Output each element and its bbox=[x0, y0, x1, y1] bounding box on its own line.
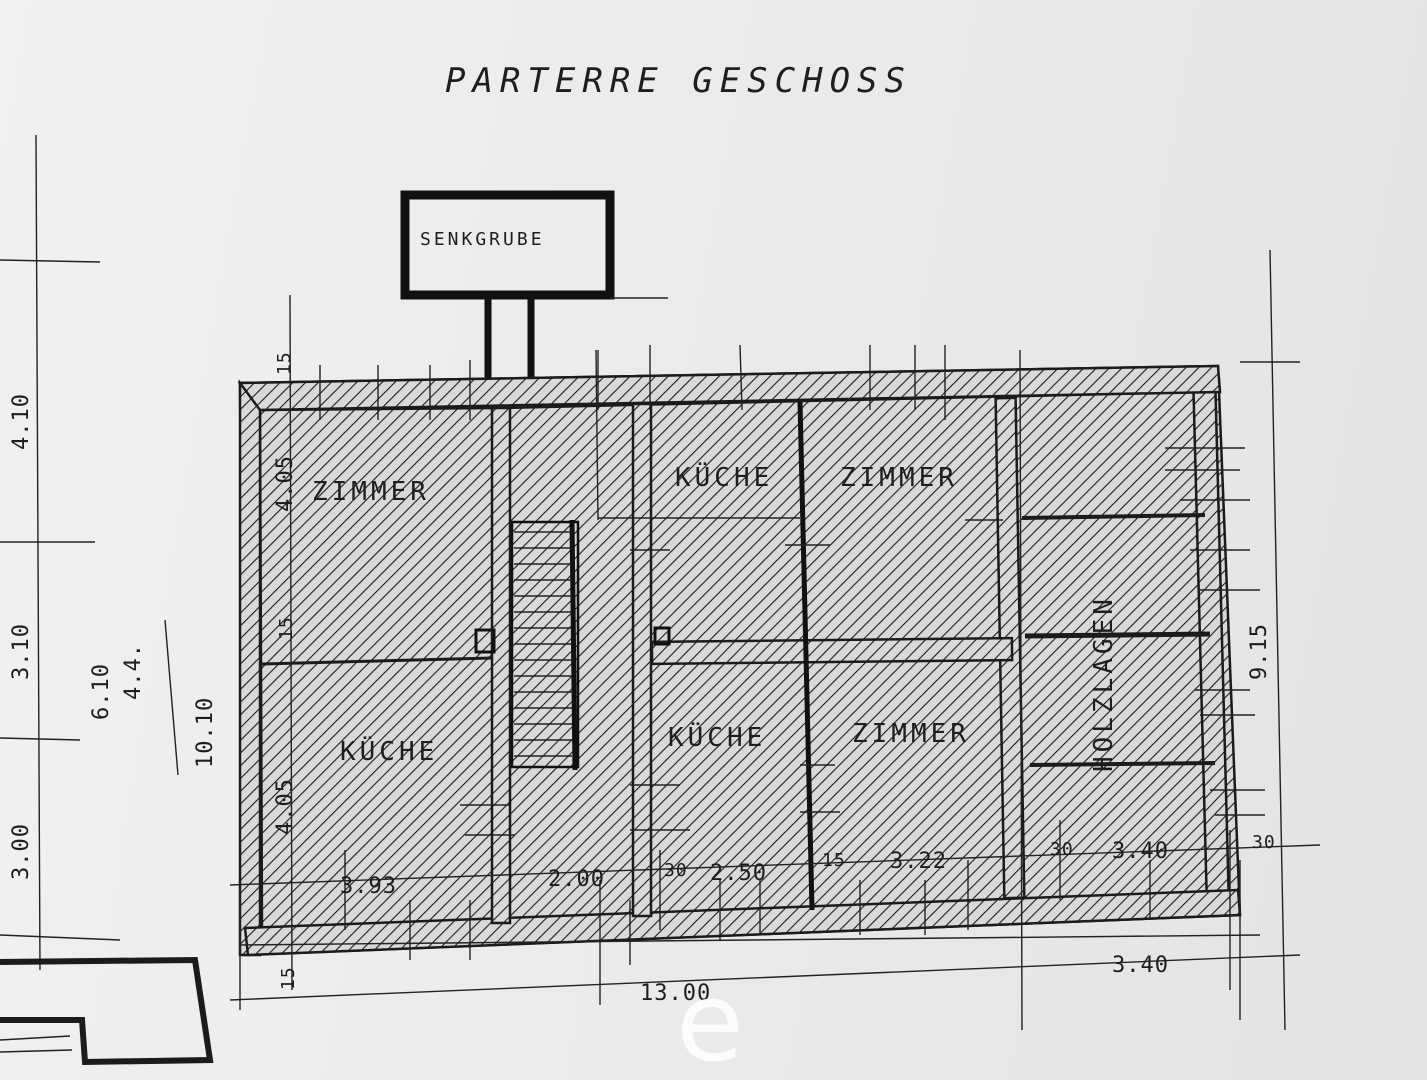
interior-walls bbox=[261, 396, 1216, 925]
dim-200: 2.00 bbox=[548, 867, 605, 892]
dim-wall-mid: 15 bbox=[276, 616, 297, 640]
dim-room-kueche-h: 4.05 bbox=[273, 778, 298, 835]
dim-right-height: 9.15 bbox=[1247, 623, 1272, 680]
room-kueche-bottom: KÜCHE bbox=[668, 721, 766, 753]
plan-title: PARTERRE GESCHOSS bbox=[445, 61, 912, 101]
dim-calc-total: 10.10 bbox=[193, 697, 218, 768]
dim-left-outer-bottom: 3.00 bbox=[9, 823, 34, 880]
room-kueche-left: KÜCHE bbox=[340, 735, 438, 767]
dim-wall-bottom: 15 bbox=[278, 966, 299, 990]
cesspit: SENKGRUBE bbox=[400, 190, 668, 380]
dim-right-bottom: 3.40 bbox=[1112, 953, 1169, 978]
calc-rule bbox=[164, 619, 179, 776]
dim-30c: 30 bbox=[1252, 832, 1276, 853]
dim-calc-1: 6.10 bbox=[89, 663, 114, 720]
dim-wall-top: 15 bbox=[274, 351, 295, 375]
neighbor-building bbox=[0, 956, 214, 1066]
dimension-lines bbox=[0, 134, 1321, 1031]
dim-250: 2.50 bbox=[710, 861, 767, 886]
room-zimmer-bottom: ZIMMER bbox=[852, 719, 970, 749]
dim-calc-2: 4.4. bbox=[121, 643, 146, 700]
dim-393: 3.93 bbox=[340, 874, 397, 899]
room-holzlagen: HOLZLAGEN bbox=[1089, 595, 1119, 772]
dim-room-zimmer-h: 4.05 bbox=[273, 455, 298, 512]
dim-340: 3.40 bbox=[1112, 839, 1169, 864]
room-zimmer-top: ZIMMER bbox=[840, 463, 958, 493]
dim-322: 3.22 bbox=[890, 849, 947, 874]
watermark-logo: e bbox=[676, 958, 744, 1080]
cesspit-label: SENKGRUBE bbox=[420, 229, 545, 250]
dim-left-outer-mid: 3.10 bbox=[9, 623, 34, 680]
room-zimmer-left: ZIMMER bbox=[312, 477, 430, 507]
dim-30a: 30 bbox=[664, 860, 688, 881]
dim-30b: 30 bbox=[1050, 839, 1074, 860]
dim-left-outer-top: 4.10 bbox=[9, 393, 34, 450]
dim-15: 15 bbox=[822, 850, 846, 871]
staircase bbox=[510, 519, 580, 771]
dim-total-width: 13.00 bbox=[640, 981, 711, 1006]
room-kueche-top: KÜCHE bbox=[675, 461, 773, 493]
